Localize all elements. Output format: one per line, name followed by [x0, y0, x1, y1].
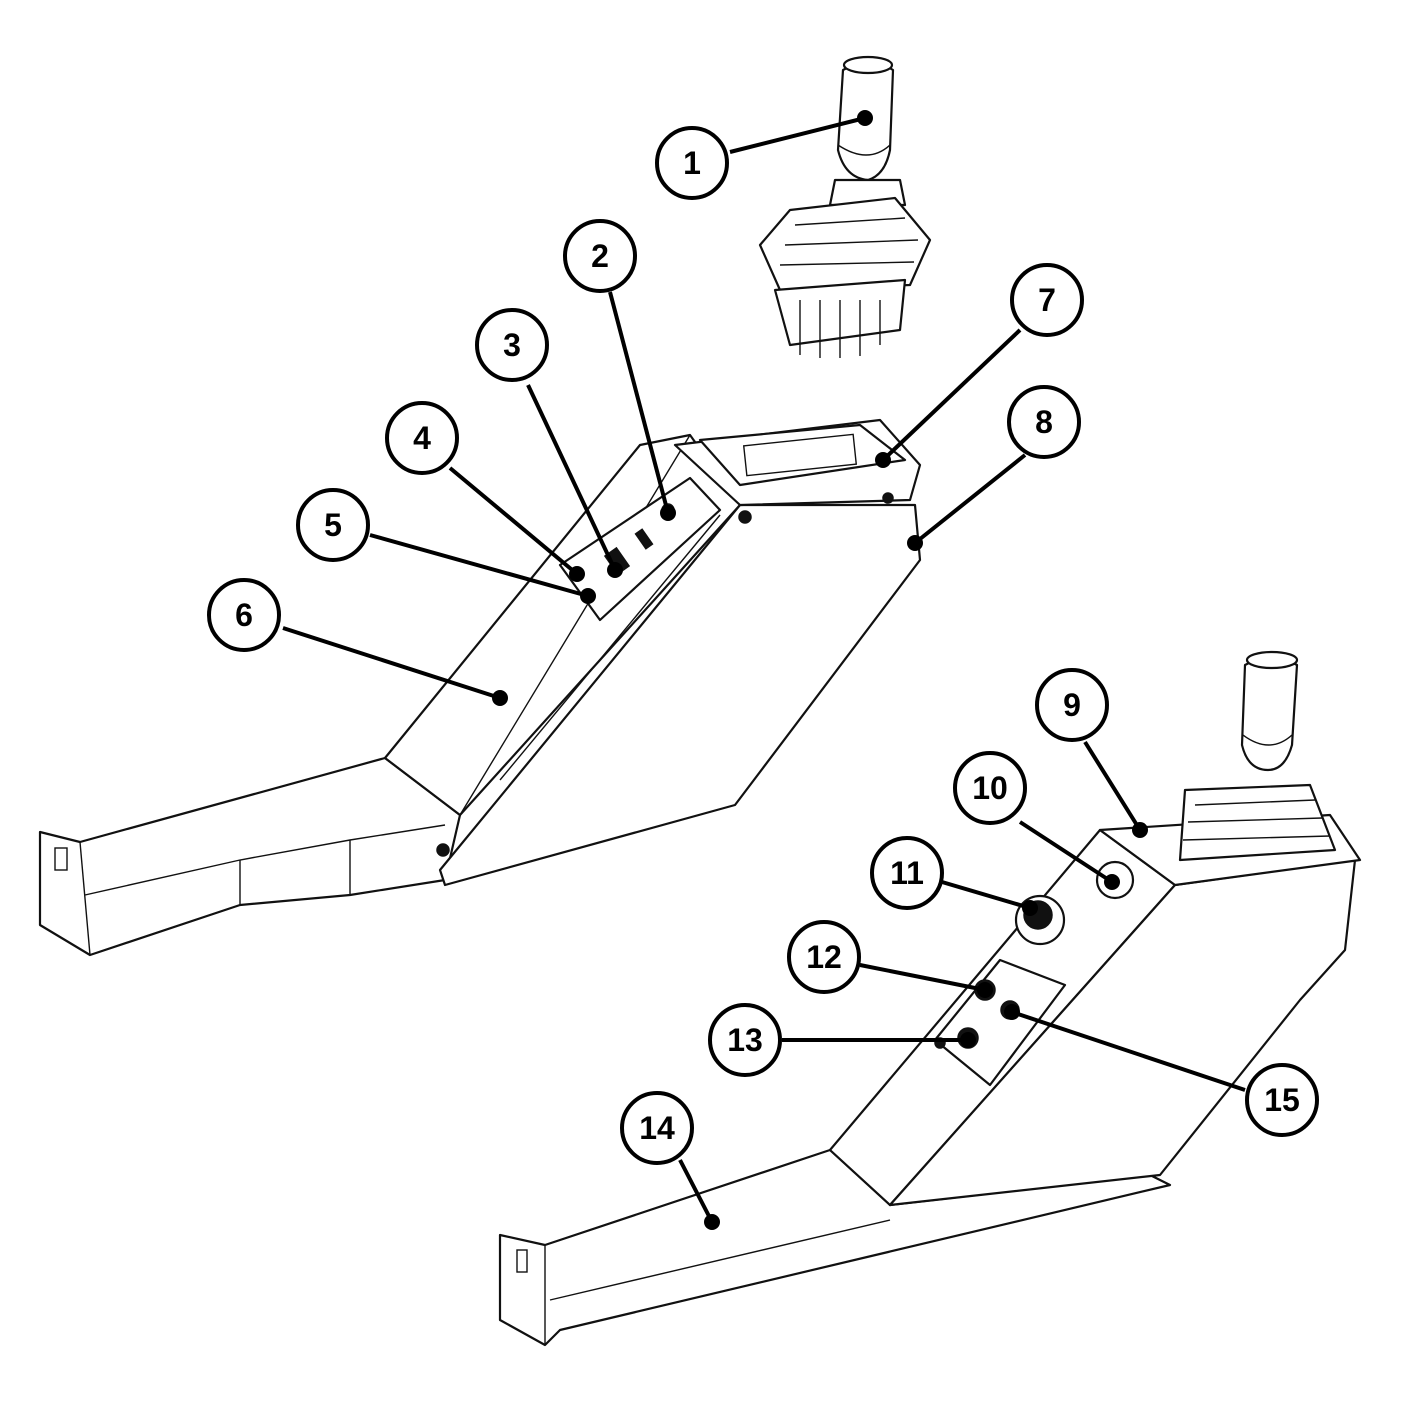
callout-7: 7: [1010, 263, 1084, 337]
callout-label: 10: [972, 770, 1008, 806]
callout-5: 5: [296, 488, 370, 562]
callout-label: 9: [1063, 687, 1081, 723]
callout-10: 10: [953, 751, 1027, 825]
callout-9: 9: [1035, 668, 1109, 742]
callout-label: 11: [890, 855, 924, 891]
callout-8: 8: [1007, 385, 1081, 459]
callout-label: 7: [1038, 282, 1056, 318]
callout-6: 6: [207, 578, 281, 652]
right-console: [498, 650, 1362, 1347]
callout-label: 5: [324, 507, 342, 543]
callout-12: 12: [787, 920, 861, 994]
callout-label: 12: [806, 939, 842, 975]
joystick-1: [758, 55, 932, 358]
callout-11: 11: [870, 836, 944, 910]
callout-3: 3: [475, 308, 549, 382]
callout-15: 15: [1245, 1063, 1319, 1137]
callout-label: 13: [727, 1022, 763, 1058]
callout-1: 1: [655, 126, 729, 200]
left-console: [38, 418, 922, 957]
callout-label: 1: [683, 145, 701, 181]
callout-label: 6: [235, 597, 253, 633]
callout-label: 4: [413, 420, 431, 456]
leaders: [282, 110, 1246, 1230]
callout-label: 8: [1035, 404, 1053, 440]
callout-label: 14: [639, 1110, 675, 1146]
callout-label: 15: [1264, 1082, 1300, 1118]
callout-13: 13: [708, 1003, 782, 1077]
callout-label: 2: [591, 238, 609, 274]
callout-14: 14: [620, 1091, 694, 1165]
callout-4: 4: [385, 401, 459, 475]
callout-label: 3: [503, 327, 521, 363]
callout-2: 2: [563, 219, 637, 293]
